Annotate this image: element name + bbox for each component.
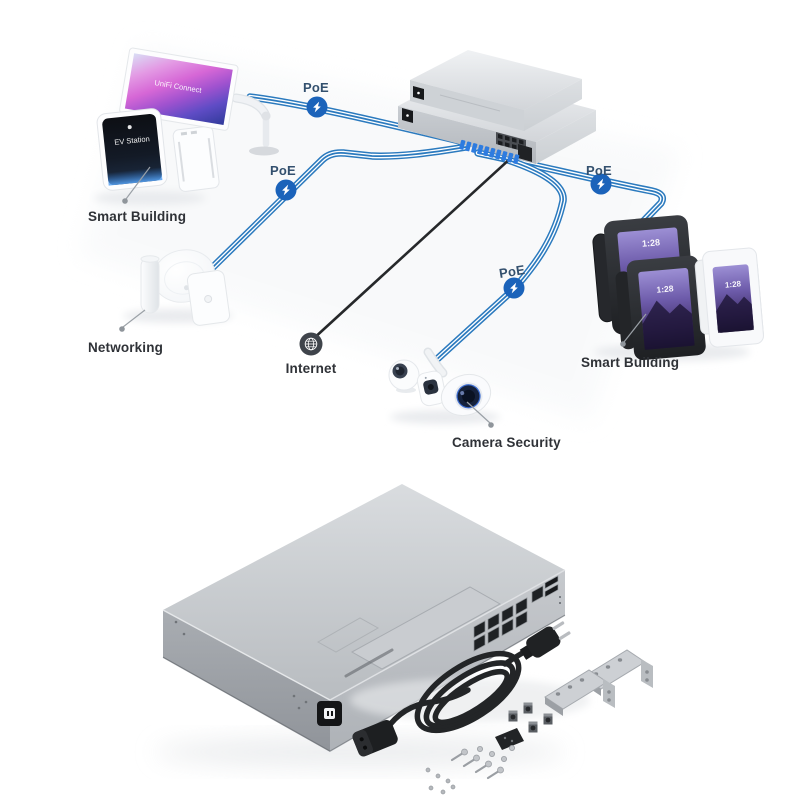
ev-station-device [96,108,168,191]
gateway-console-device [410,50,582,131]
rubber-pad [495,728,524,750]
power-inlet [317,701,342,726]
rj45-port [531,585,544,604]
poe-label-networking: PoE [270,163,296,178]
poe-label-monitor: PoE [303,80,329,95]
label-networking: Networking [88,340,164,355]
poe-label-phones: PoE [586,163,612,178]
leader-line [623,313,647,343]
monitor-arm [231,93,279,156]
lightning-bolt-icon [313,101,321,113]
poe-badge-phones [590,173,612,195]
internet-globe-icon [299,332,323,356]
camera-mount-arm [423,347,448,378]
label-camera-security: Camera Security [452,435,561,450]
voip-phone-white [694,247,764,348]
antenna-cylinder [140,255,160,314]
shadow [94,191,206,205]
power-plug [519,621,571,660]
poe-badge-camera [503,277,525,299]
wan-cable [310,144,526,342]
power-cable [350,621,590,757]
leader-dot [122,198,128,204]
wall-mount-device [172,125,220,192]
rack-ear-1 [544,669,615,716]
voip-phone-small [615,255,706,361]
label-smart-building-left: Smart Building [88,209,187,224]
leader-dot [488,422,494,428]
leader-line [466,401,491,424]
poe-badge-networking [275,179,297,201]
rj45-port-grid [473,597,528,652]
lightning-bolt-icon [282,184,290,196]
wall-panel-ap [186,270,231,326]
cage-nuts [508,702,553,733]
lightning-bolt-icon [597,178,605,190]
label-internet: Internet [285,361,337,376]
screws [425,745,515,795]
lightning-bolt-icon [510,282,518,294]
camera-turret [388,359,420,393]
port-connectors [459,139,532,165]
c13-connector [352,720,398,757]
leader-line [122,309,146,328]
leader-dot [119,326,125,332]
camera-compact [416,370,447,407]
sfp-ports [544,575,559,598]
rack-chassis [162,484,566,752]
leader-dot [620,341,626,347]
label-smart-building-right: Smart Building [581,355,680,370]
poe-badge-monitor [306,96,328,118]
leader-line [125,166,151,200]
camera-bullet [440,373,492,417]
